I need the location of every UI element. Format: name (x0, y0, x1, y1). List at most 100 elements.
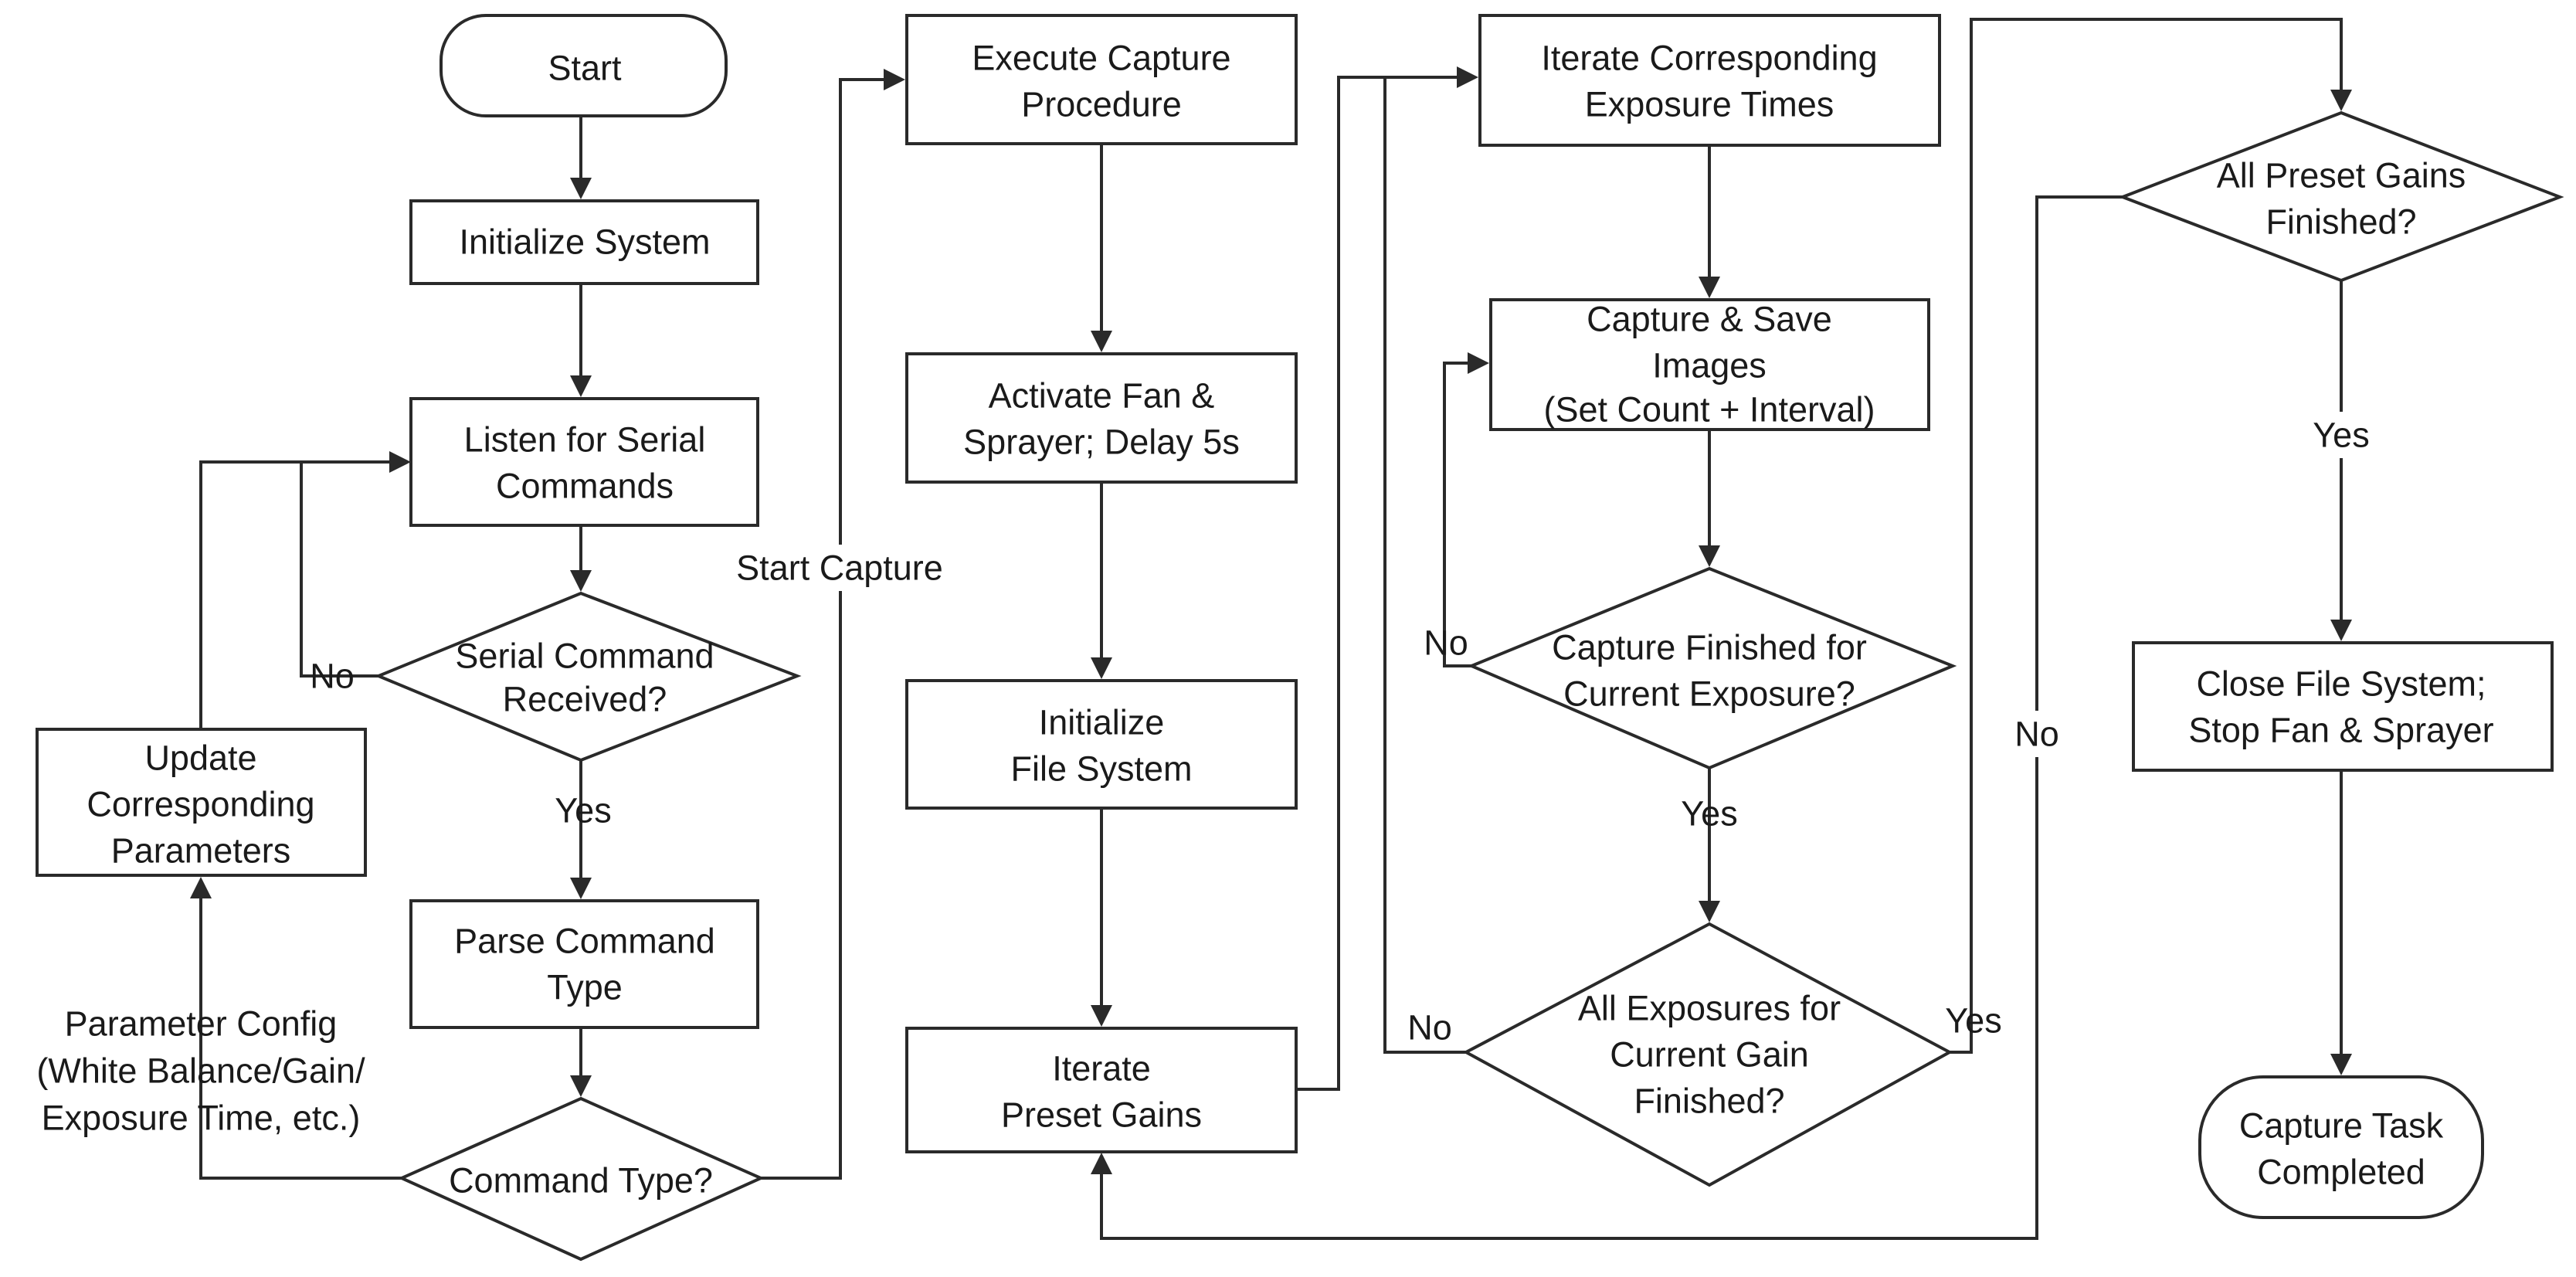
serial-received-label: Serial Command (455, 637, 714, 676)
arrowhead (2330, 1054, 2352, 1075)
serial-received-decision (374, 591, 802, 762)
execute-capture-label: Procedure (1021, 85, 1182, 124)
update-parameters-box (36, 728, 367, 877)
start-capture-label: Start Capture (736, 548, 943, 588)
start-label: Start (548, 49, 622, 88)
parse-command-label: Parse Command (454, 922, 715, 961)
edges (190, 18, 2352, 1240)
arrowhead (2330, 620, 2352, 641)
iterate-gains-box (905, 1027, 1298, 1153)
initialize-fs-label: File System (1010, 749, 1192, 789)
edge-allgains-no-to-gains (1100, 195, 2123, 1240)
command-type-label: Command Type? (449, 1161, 713, 1201)
iterate-gains-label: Preset Gains (1001, 1095, 1202, 1135)
capture-save-label: Capture & Save (1587, 300, 1832, 339)
edge-labels: No Yes Parameter Config (White Balance/G… (36, 412, 2377, 1138)
arrowhead (884, 69, 905, 90)
edge-command-start-to-execute (761, 78, 885, 1180)
execute-capture-box (905, 14, 1298, 145)
received-yes-label: Yes (555, 791, 611, 830)
node-labels: Start Initialize System Listen for Seria… (87, 39, 2493, 1201)
arrowhead (570, 570, 592, 592)
all-gains-no-label: No (2014, 715, 2059, 754)
start-terminal (440, 14, 728, 117)
listen-serial-box (409, 397, 759, 527)
start-capture-label-bg (718, 545, 962, 591)
capture-save-label: Images (1652, 346, 1767, 385)
all-exposures-no-label: No (1407, 1008, 1452, 1048)
arrowhead (2330, 90, 2352, 111)
edge-command-param-to-update (199, 898, 402, 1180)
iterate-exposure-label: Exposure Times (1585, 85, 1834, 124)
arrowhead (1457, 66, 1478, 88)
capture-finished-decision (1467, 566, 1957, 770)
edge-gains-to-iterexp (1296, 76, 1458, 1091)
all-gains-yes-label: Yes (2313, 416, 2369, 455)
all-gains-label: Finished? (2265, 202, 2416, 242)
initialize-system-label: Initialize System (459, 222, 710, 262)
arrowhead (570, 1075, 592, 1097)
arrowhead (1091, 331, 1112, 352)
arrowhead (1091, 1153, 1112, 1174)
all-exposures-decision (1462, 922, 1953, 1187)
arrowhead (1091, 657, 1112, 679)
capture-finished-yes-label: Yes (1681, 794, 1737, 834)
arrowhead (570, 878, 592, 899)
command-type-decision (398, 1096, 765, 1262)
capture-finished-label: Capture Finished for (1552, 628, 1867, 667)
edge-allexp-yes-to-allgains (1950, 18, 2343, 1054)
listen-serial-label: Commands (496, 467, 674, 506)
capture-save-label: (Set Count + Interval) (1544, 390, 1875, 430)
edge-received-no-to-listen (300, 460, 391, 678)
completed-terminal (2198, 1075, 2484, 1219)
edge-capfin-no-to-save (1443, 362, 1471, 667)
parse-command-box (409, 899, 759, 1029)
all-exposures-yes-label: Yes (1945, 1001, 2001, 1041)
all-gains-label: All Preset Gains (2217, 156, 2466, 195)
initialize-system-box (409, 199, 759, 285)
arrowhead (1699, 277, 1720, 298)
all-gains-no-label-bg (2006, 711, 2068, 757)
param-config-label: (White Balance/Gain/ (36, 1051, 365, 1091)
serial-received-label: Received? (503, 680, 667, 719)
listen-serial-label: Listen for Serial (464, 420, 706, 460)
received-no-label: No (310, 657, 355, 696)
iterate-gains-label: Iterate (1052, 1049, 1151, 1089)
activate-fan-label: Activate Fan & (989, 376, 1215, 416)
iterate-exposure-label: Iterate Corresponding (1541, 39, 1877, 78)
all-gains-yes-label-bg (2306, 412, 2377, 458)
parse-command-label: Type (547, 968, 623, 1007)
completed-label: Capture Task (2239, 1106, 2444, 1146)
param-config-label: Parameter Config (65, 1004, 338, 1044)
initialize-fs-box (905, 679, 1298, 810)
arrowhead (389, 451, 411, 473)
arrowhead (1468, 352, 1489, 374)
arrowhead (570, 375, 592, 397)
all-exposures-label: All Exposures for (1578, 989, 1841, 1028)
capture-finished-label: Current Exposure? (1563, 674, 1855, 714)
arrowhead (1091, 1005, 1112, 1027)
update-parameters-label: Parameters (111, 831, 291, 871)
close-fs-label: Stop Fan & Sprayer (2188, 711, 2493, 750)
arrowhead (570, 178, 592, 199)
close-fs-label: Close File System; (2196, 664, 2486, 704)
iterate-exposure-box (1478, 14, 1941, 147)
param-config-label: Exposure Time, etc.) (42, 1099, 361, 1138)
nodes (36, 14, 2564, 1262)
activate-fan-box (905, 352, 1298, 484)
update-parameters-label: Update (144, 739, 256, 778)
capture-finished-no-label: No (1424, 623, 1468, 663)
close-fs-box (2132, 641, 2554, 772)
execute-capture-label: Execute Capture (972, 39, 1230, 78)
edge-update-to-listen (199, 460, 301, 729)
activate-fan-label: Sprayer; Delay 5s (963, 423, 1240, 462)
arrowhead (190, 877, 212, 898)
completed-label: Completed (2257, 1153, 2425, 1192)
edge-allexp-no-to-iterexp (1383, 77, 1466, 1054)
capture-save-box (1489, 298, 1930, 431)
all-gains-decision (2118, 110, 2564, 283)
arrowhead (1699, 901, 1720, 922)
all-exposures-label: Current Gain (1610, 1035, 1809, 1075)
update-parameters-label: Corresponding (87, 785, 314, 824)
